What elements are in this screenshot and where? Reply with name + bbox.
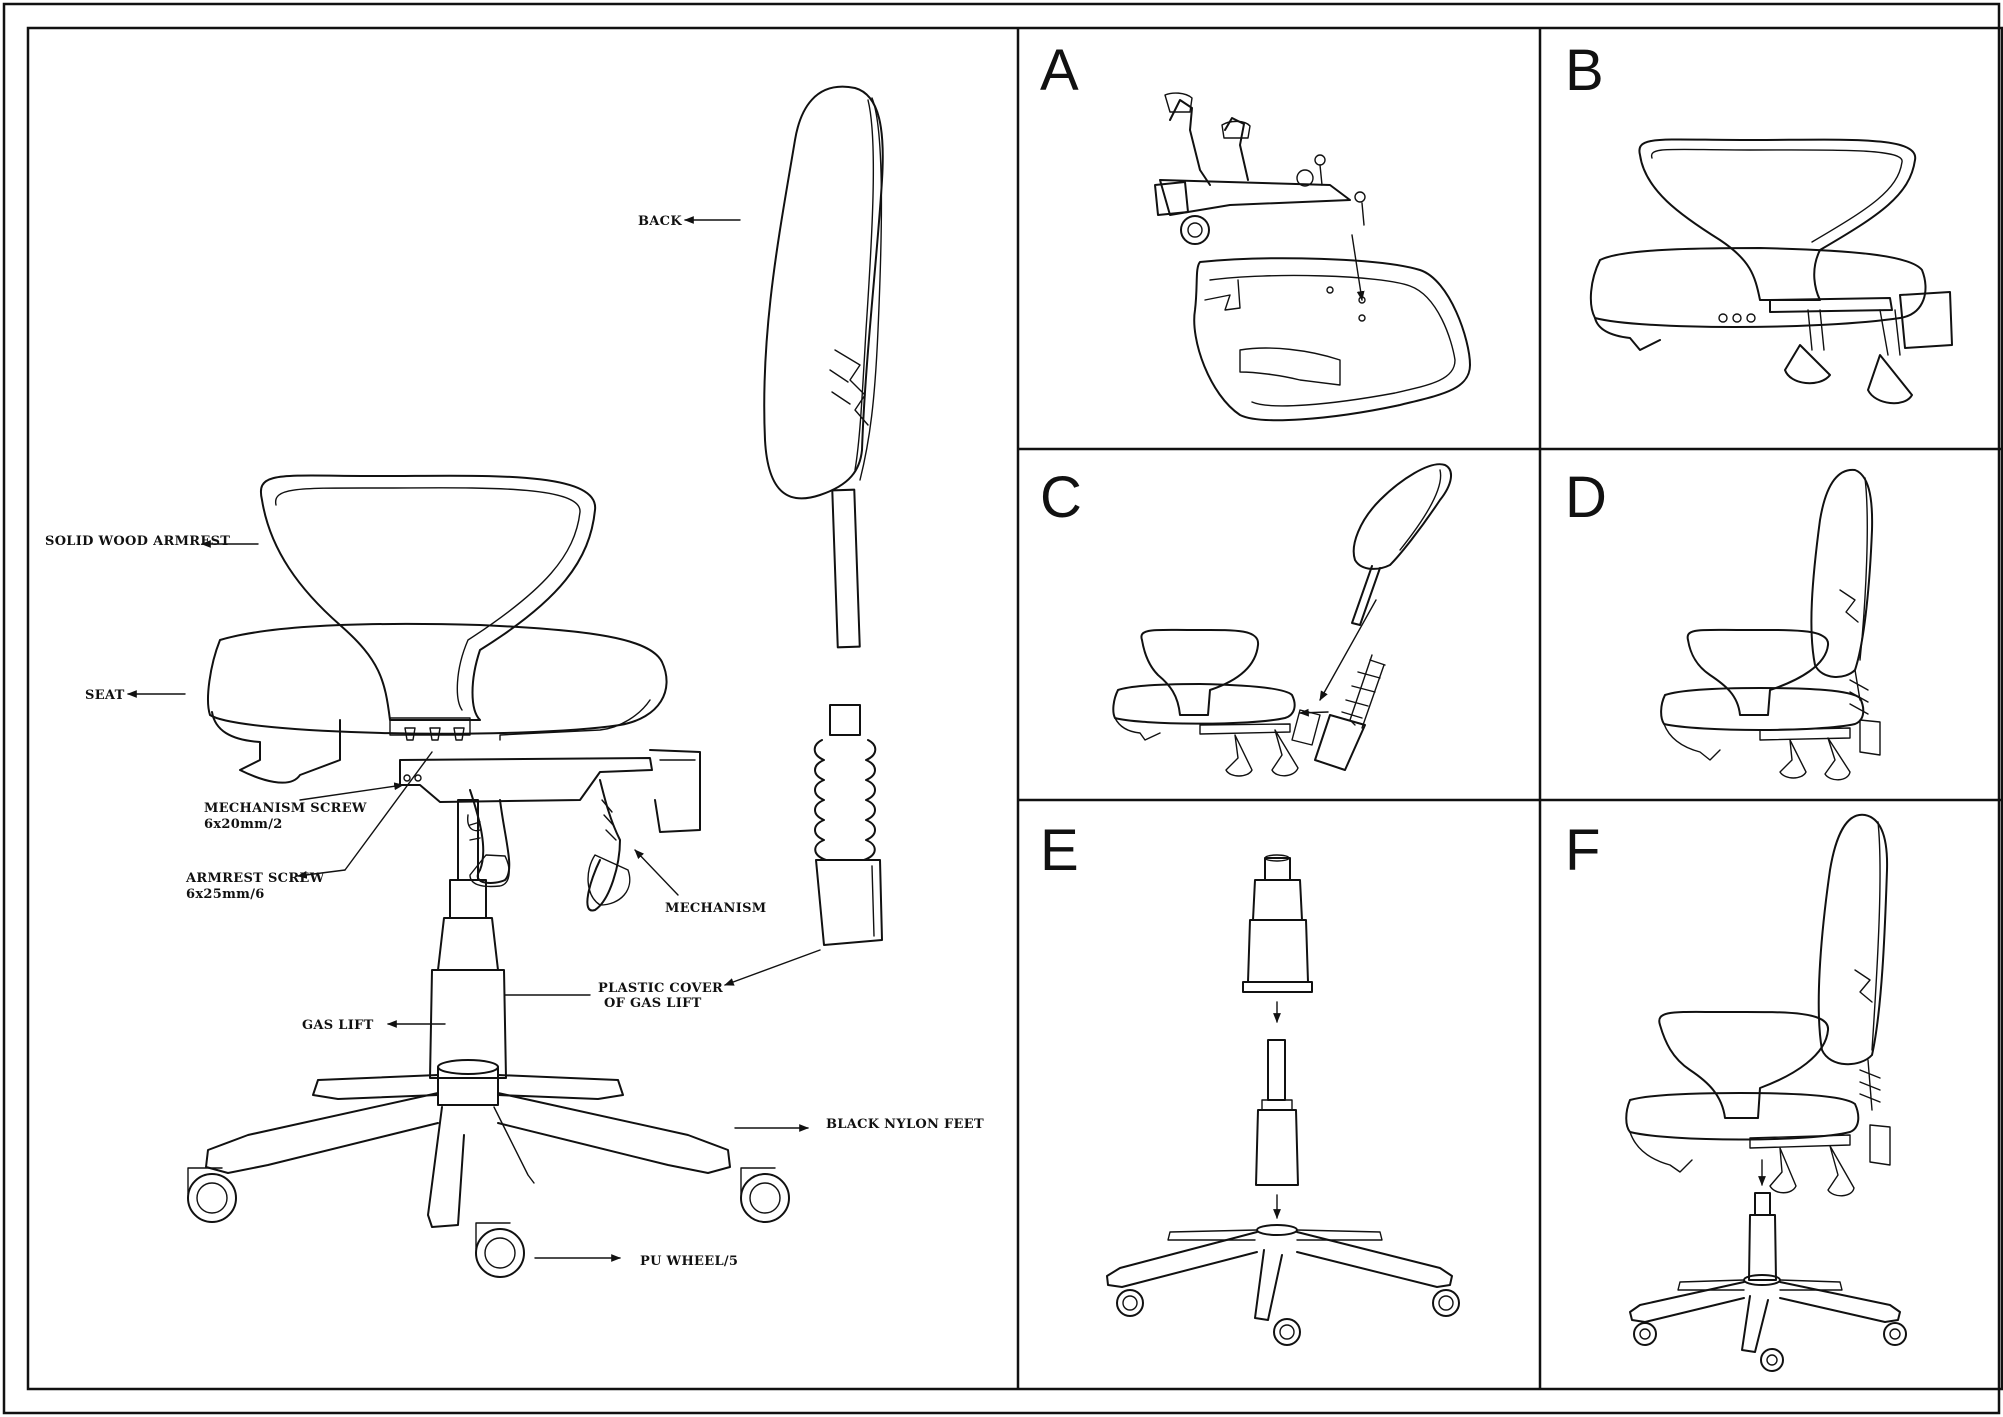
step-a-panel: A <box>1040 38 1471 422</box>
label-black-nylon-feet: BLACK NYLON FEET <box>826 1117 984 1132</box>
seat-icon <box>207 622 668 784</box>
mechanism-icon <box>1718 291 1953 405</box>
gas-lift-cover-icon <box>1242 854 1313 993</box>
armrest-icon <box>1686 628 1829 716</box>
wheel-icon <box>1116 1289 1460 1346</box>
step-e-panel: E <box>1040 818 1460 1346</box>
armrest-icon <box>1638 138 1917 301</box>
gas-lift-icon <box>1255 1039 1299 1186</box>
label-mechanism: MECHANISM <box>665 901 766 916</box>
label-back: BACK <box>638 214 682 229</box>
chair-back-icon <box>1810 468 1874 678</box>
mechanism-icon <box>399 749 701 912</box>
armrest-icon <box>1658 1010 1830 1119</box>
step-b-panel: B <box>1565 38 1953 405</box>
step-b-letter: B <box>1565 38 1604 103</box>
gas-lift-cover-icon <box>813 704 883 946</box>
label-seat: SEAT <box>85 688 125 703</box>
armrest-screw-icon <box>404 727 465 741</box>
mechanism-icon <box>1154 92 1366 245</box>
label-mechanism-screw: MECHANISM SCREW <box>204 801 367 816</box>
base-icon <box>1629 1274 1901 1353</box>
base-icon <box>1106 1224 1453 1321</box>
label-mechanism-screw-spec: 6x20mm/2 <box>204 817 283 832</box>
chair-back-icon <box>1817 813 1889 1066</box>
chair-back-icon <box>1352 463 1452 570</box>
step-d-letter: D <box>1565 465 1607 530</box>
base-icon <box>205 1059 731 1228</box>
seat-icon <box>1193 257 1471 422</box>
seat-icon <box>1112 683 1296 725</box>
step-f-letter: F <box>1565 818 1600 883</box>
armrest-icon <box>259 474 597 721</box>
seat-icon <box>1625 1092 1860 1141</box>
label-plastic-cover-1: PLASTIC COVER <box>598 981 723 996</box>
gas-lift-icon <box>1748 1192 1777 1281</box>
gas-lift-icon <box>429 799 507 1079</box>
seat-icon <box>1660 687 1865 731</box>
step-a-letter: A <box>1040 38 1079 103</box>
label-plastic-cover-2: OF GAS LIFT <box>604 996 702 1011</box>
label-armrest-screw-spec: 6x25mm/6 <box>186 887 265 902</box>
seat-icon <box>1589 247 1927 328</box>
label-armrest: SOLID WOOD ARMREST <box>45 534 230 549</box>
step-e-letter: E <box>1040 818 1079 883</box>
step-f-panel: F <box>1565 813 1907 1372</box>
label-gas-lift: GAS LIFT <box>302 1018 374 1033</box>
step-d-panel: D <box>1565 465 1881 781</box>
armrest-icon <box>1140 628 1260 716</box>
label-pu-wheel: PU WHEEL/5 <box>640 1254 738 1269</box>
inner-border <box>26 26 2003 1391</box>
wheel-icon <box>1633 1322 1907 1372</box>
label-armrest-screw: ARMREST SCREW <box>185 871 325 886</box>
step-c-letter: C <box>1040 465 1082 530</box>
step-c-panel: C <box>1040 463 1452 777</box>
chair-back-icon <box>763 85 884 649</box>
main-exploded-diagram: BACK SOLID WOOD ARMREST SEAT MECHANISM S… <box>45 85 984 1278</box>
